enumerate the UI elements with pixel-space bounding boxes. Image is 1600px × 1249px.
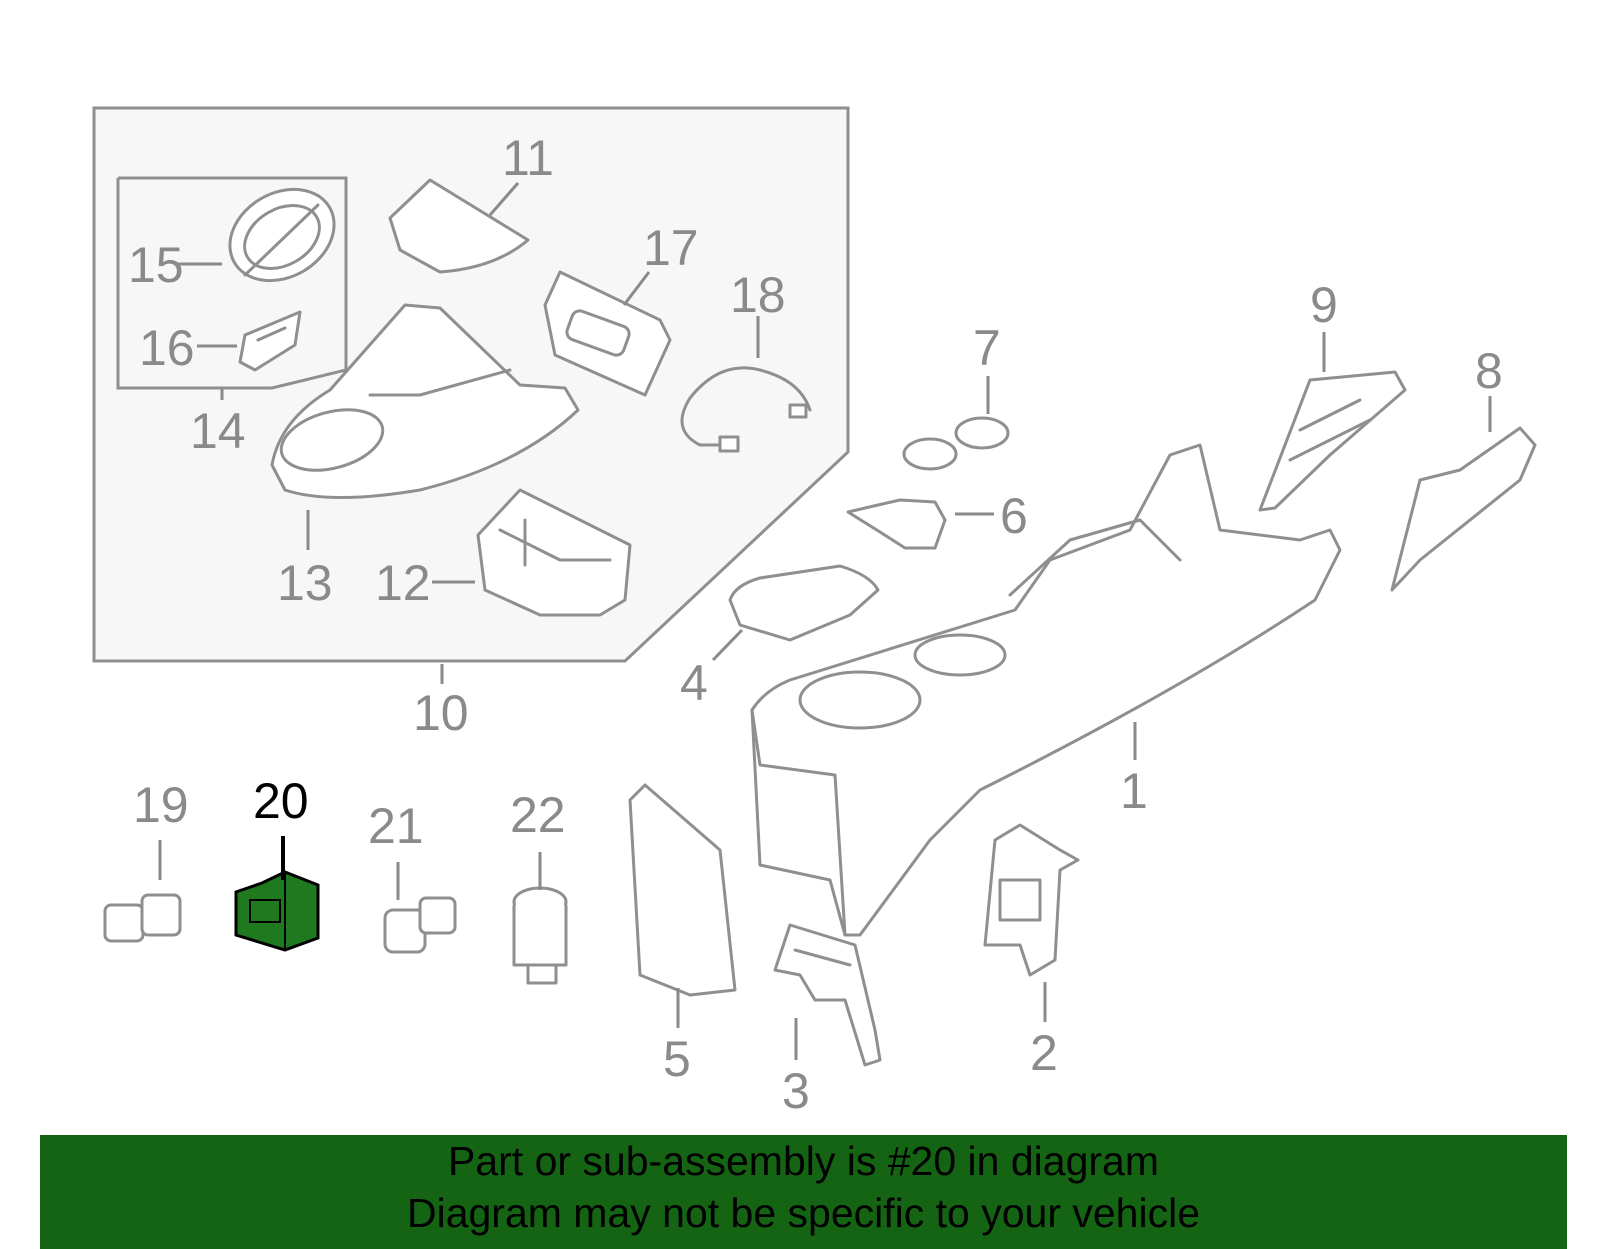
part-8-shape[interactable] (1390, 426, 1537, 592)
part-7-shape[interactable] (902, 416, 1010, 471)
callout-13: 13 (277, 555, 333, 611)
leader-11 (488, 182, 520, 216)
callout-10: 10 (413, 685, 469, 741)
part-22-shape[interactable] (512, 886, 568, 985)
part-16-shape[interactable] (238, 310, 302, 372)
callout-5: 5 (663, 1031, 691, 1087)
part-11-shape[interactable] (388, 178, 530, 274)
callout-11: 11 (502, 130, 554, 186)
footer-banner: Part or sub-assembly is #20 in diagram D… (40, 1135, 1567, 1249)
callout-8: 8 (1475, 343, 1503, 399)
callout-17: 17 (643, 220, 699, 276)
part-5-shape[interactable] (628, 783, 737, 997)
callout-4: 4 (680, 655, 708, 711)
callout-3: 3 (782, 1063, 810, 1119)
callout-22: 22 (510, 787, 566, 843)
leader-17 (622, 271, 651, 306)
callout-15: 15 (128, 237, 184, 293)
callout-14: 14 (190, 403, 246, 459)
leader-arrows (158, 182, 1492, 1060)
part-3-shape[interactable] (773, 923, 882, 1067)
part-18-shape[interactable] (680, 366, 812, 453)
part-9-shape[interactable] (1258, 370, 1407, 512)
part-2-shape[interactable] (983, 823, 1080, 977)
part-20-shape[interactable] (234, 870, 320, 952)
part-4-shape[interactable] (728, 564, 880, 642)
callout-labels: 11 15 16 17 18 14 13 12 10 7 6 9 8 4 1 5… (128, 130, 1503, 1119)
part-12-shape[interactable] (476, 488, 632, 617)
callout-12: 12 (375, 555, 431, 611)
leader-4 (711, 628, 744, 662)
part-15-shape[interactable] (213, 171, 350, 299)
part-17-shape[interactable] (543, 270, 672, 397)
part-1-shape[interactable] (750, 443, 1342, 937)
callout-7: 7 (973, 320, 1001, 376)
part-21-shape[interactable] (383, 896, 457, 954)
callout-21: 21 (368, 798, 424, 854)
footer-line-disclaimer: Diagram may not be specific to your vehi… (406, 1190, 1200, 1236)
callout-18: 18 (730, 267, 786, 323)
callout-9: 9 (1310, 277, 1338, 333)
callout-2: 2 (1030, 1025, 1058, 1081)
callout-16: 16 (139, 320, 195, 376)
footer-line-part: Part or sub-assembly is #20 in diagram (448, 1138, 1159, 1184)
callout-20: 20 (253, 773, 309, 829)
callout-1: 1 (1120, 763, 1148, 819)
part-13-shape[interactable] (270, 303, 580, 499)
callout-19: 19 (133, 777, 189, 833)
part-6-shape[interactable] (846, 498, 947, 550)
callout-6: 6 (1000, 488, 1028, 544)
part-19-shape[interactable] (103, 893, 182, 943)
